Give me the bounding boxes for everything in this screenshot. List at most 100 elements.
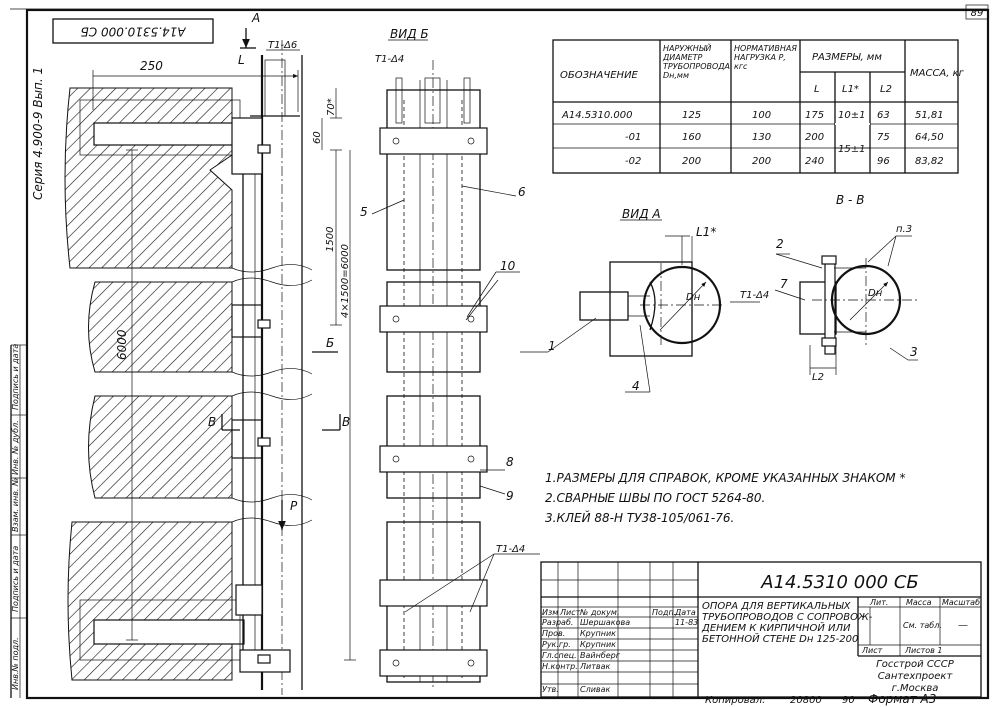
view-b-title: ВИД Б [390, 27, 429, 41]
view-b-drawing [379, 60, 488, 690]
title-line-3: ДЕНИЕМ К КИРПИЧНОЙ ИЛИ [701, 621, 851, 634]
svg-text:240: 240 [805, 156, 824, 167]
page-number-box [965, 4, 989, 20]
svg-text:Листов 1: Листов 1 [904, 646, 943, 655]
svg-text:Литвак: Литвак [579, 662, 610, 671]
left-stamp-strip: Инв.№ подл. Подпись и дата Взам. инв. № … [10, 344, 27, 698]
note-1: 1.РАЗМЕРЫ ДЛЯ СПРАВОК, КРОМЕ УКАЗАННЫХ З… [545, 471, 905, 485]
section-drawing: Dн L2 [799, 255, 918, 383]
svg-text:А: А [251, 11, 260, 25]
callouts-view-a: 1 4 [520, 317, 651, 393]
svg-text:6: 6 [518, 185, 526, 199]
callouts-section: 2 7 3 п.3 [774, 224, 918, 361]
footer-number: 20800 [790, 695, 822, 706]
th-l1: L1* [842, 84, 859, 95]
svg-text:200: 200 [682, 156, 701, 167]
org-line-1: Госстрой СССР [876, 659, 955, 670]
spec-rows: А14.5310.000 125 100 175 10±1 63 51,81 -… [561, 110, 944, 167]
svg-text:T1-Δ6: T1-Δ6 [268, 40, 297, 51]
title-block-grid [540, 561, 982, 698]
spec-table [552, 39, 959, 174]
page-number: 89 [971, 8, 984, 19]
footer-format: Формат А3 [868, 692, 936, 706]
svg-text:15±1: 15±1 [838, 144, 865, 155]
stamp-replace: Взам. инв. № [11, 478, 20, 532]
svg-text:Масса: Масса [906, 598, 932, 607]
svg-text:Лит.: Лит. [869, 598, 888, 607]
stamp-inv-orig: Инв.№ подл. [11, 637, 20, 690]
svg-text:60: 60 [312, 131, 323, 144]
svg-text:83,82: 83,82 [915, 156, 944, 167]
role-2: Рук.гр. [542, 640, 571, 649]
svg-text:11-83: 11-83 [675, 618, 698, 627]
series-label: Серия 4.900-9 Вып. 1 [31, 67, 45, 200]
section-arrows: Б В В Р [208, 336, 350, 530]
svg-text:Dн: Dн [686, 292, 701, 303]
svg-text:L1*: L1* [696, 225, 716, 239]
role-4: Н.контр. [542, 662, 578, 671]
org-line-2: Сантехпроект [878, 671, 954, 682]
svg-text:4: 4 [632, 379, 640, 393]
th-l2: L2 [880, 84, 892, 95]
th-l: L [814, 84, 820, 95]
svg-text:64,50: 64,50 [915, 132, 944, 143]
svg-text:75: 75 [877, 132, 890, 143]
svg-text:См. табл.: См. табл. [903, 621, 942, 630]
main-dimensions: 250 70* 60 1500 4×1500=6000 6000 [92, 59, 356, 661]
svg-text:Крупник: Крупник [580, 629, 616, 638]
svg-text:В: В [208, 415, 216, 429]
svg-text:2: 2 [776, 237, 784, 251]
callouts-view-b: 5 6 10 8 9 T1-Δ4 [360, 185, 540, 613]
pipe-elevation [231, 40, 303, 695]
table-row: -01 [625, 132, 641, 143]
svg-text:200: 200 [805, 132, 824, 143]
role-5: Утв. [542, 685, 559, 694]
svg-text:Изм: Изм [542, 608, 558, 617]
svg-text:160: 160 [682, 132, 701, 143]
svg-text:96: 96 [877, 156, 890, 167]
th-sizes: РАЗМЕРЫ, мм [812, 52, 882, 63]
title-line-4: БЕТОННОЙ СТЕНЕ Dн 125-200 [702, 632, 858, 645]
svg-text:4×1500=6000: 4×1500=6000 [340, 244, 351, 318]
svg-text:1500: 1500 [325, 227, 336, 252]
svg-text:100: 100 [752, 110, 771, 121]
svg-text:L2: L2 [812, 372, 824, 383]
svg-text:Масштаб: Масштаб [942, 598, 980, 607]
role-0: Разраб. [542, 618, 573, 627]
title-line-1: ОПОРА ДЛЯ ВЕРТИКАЛЬНЫХ [702, 601, 852, 612]
svg-text:125: 125 [682, 110, 701, 121]
title-line-2: ТРУБОПРОВОДОВ С СОПРОВОЖ- [702, 612, 873, 623]
svg-text:1: 1 [548, 339, 556, 353]
svg-text:130: 130 [752, 132, 771, 143]
svg-text:Шершакова: Шершакова [580, 618, 630, 627]
svg-text:В: В [342, 415, 350, 429]
svg-text:Крупник: Крупник [580, 640, 616, 649]
svg-text:Б: Б [326, 336, 334, 350]
svg-text:5: 5 [360, 205, 368, 219]
svg-text:7: 7 [780, 277, 788, 291]
title-code: А14.5310 000 СБ [760, 572, 918, 593]
section-title: В - В [836, 193, 864, 207]
stamp-sign-date-2: Подпись и дата [11, 344, 20, 410]
table-row: А14.5310.000 [561, 110, 632, 121]
svg-text:№ докум.: № докум. [579, 608, 619, 617]
th-designation: ОБОЗНАЧЕНИЕ [560, 70, 639, 81]
note-2: 2.СВАРНЫЕ ШВЫ ПО ГОСТ 5264-80. [545, 491, 765, 505]
svg-text:Дата: Дата [674, 608, 696, 617]
svg-text:51,81: 51,81 [915, 110, 944, 121]
role-1: Пров. [542, 629, 565, 638]
svg-text:Лист: Лист [861, 646, 883, 655]
rotated-code-box [52, 18, 214, 44]
stamp-dup: Инв. № дубл. [11, 420, 20, 475]
svg-text:—: — [958, 620, 968, 631]
role-3: Гл.спец. [542, 651, 577, 660]
svg-text:10: 10 [500, 259, 516, 273]
svg-text:10±1: 10±1 [838, 110, 865, 121]
view-b-weld: T1-Δ4 [375, 54, 404, 65]
th-load: НОРМАТИВНАЯ НАГРУЗКА Р, кгс [734, 44, 797, 71]
footer-num2: 90 [842, 695, 855, 706]
bottom-weld-label: T1-Δ4 [496, 544, 525, 555]
svg-text:Р: Р [290, 499, 298, 513]
wall-anchor-bars [79, 99, 263, 661]
